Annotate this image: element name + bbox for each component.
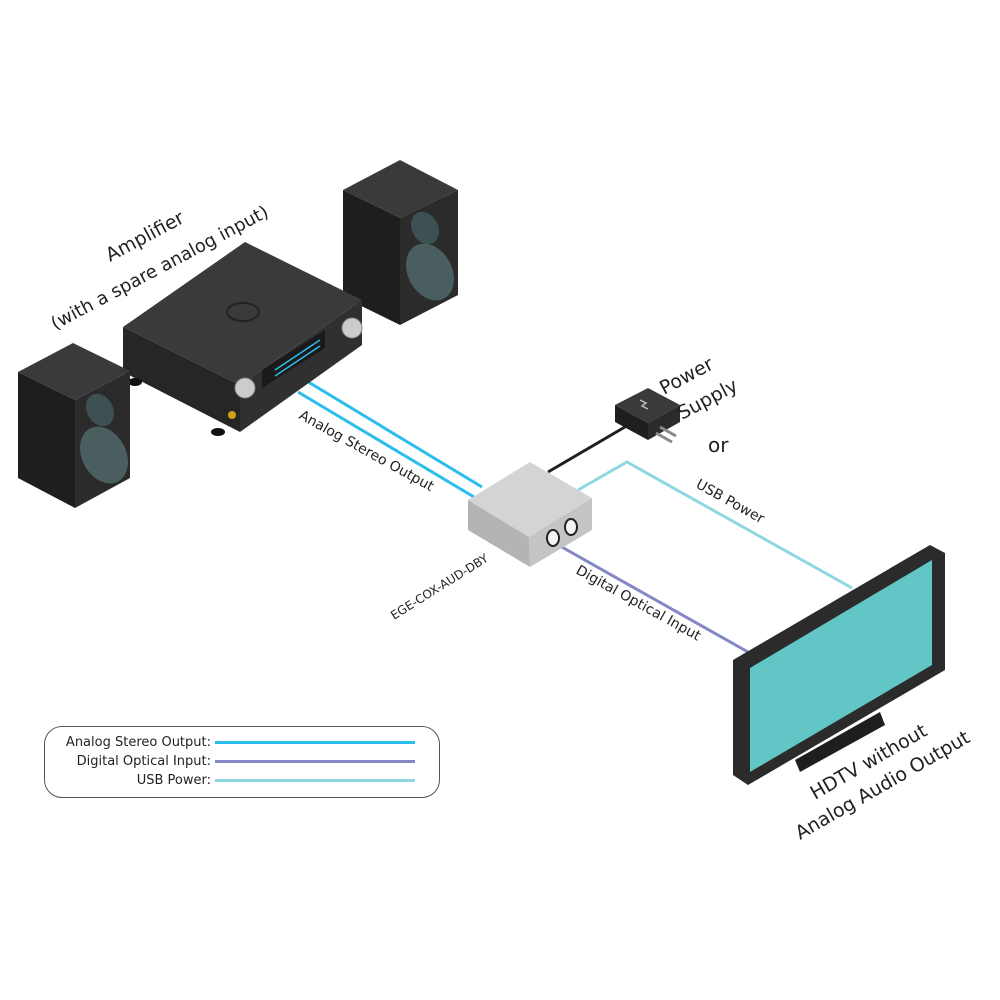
legend-label: USB Power:	[136, 773, 211, 788]
legend-swatch	[215, 779, 415, 782]
optical-line-label: Digital Optical Input	[573, 563, 704, 645]
legend-item-usb: USB Power:	[137, 773, 415, 788]
optical-cable	[559, 544, 749, 654]
power-adapter	[615, 388, 680, 444]
usb-cable	[577, 460, 853, 590]
power-cable	[547, 422, 631, 474]
converter-box	[468, 462, 592, 567]
legend-item-analog: Analog Stereo Output:	[66, 735, 415, 750]
legend-label: Digital Optical Input:	[76, 754, 211, 769]
analog-line-label: Analog Stereo Output	[296, 408, 437, 496]
left-speaker	[18, 343, 130, 508]
legend-swatch	[215, 741, 415, 744]
device-model-label: EGE-COX-AUD-DBY	[388, 551, 491, 623]
hdtv	[733, 545, 945, 785]
legend-swatch	[215, 760, 415, 763]
tv-screen	[750, 560, 932, 772]
legend-label: Analog Stereo Output:	[65, 735, 211, 750]
amplifier	[123, 242, 363, 436]
legend-item-optical: Digital Optical Input:	[77, 754, 415, 769]
analog-cables	[297, 378, 483, 499]
legend: Analog Stereo Output: Digital Optical In…	[44, 726, 440, 798]
right-speaker	[343, 160, 458, 325]
power-or-label: or	[708, 433, 729, 457]
